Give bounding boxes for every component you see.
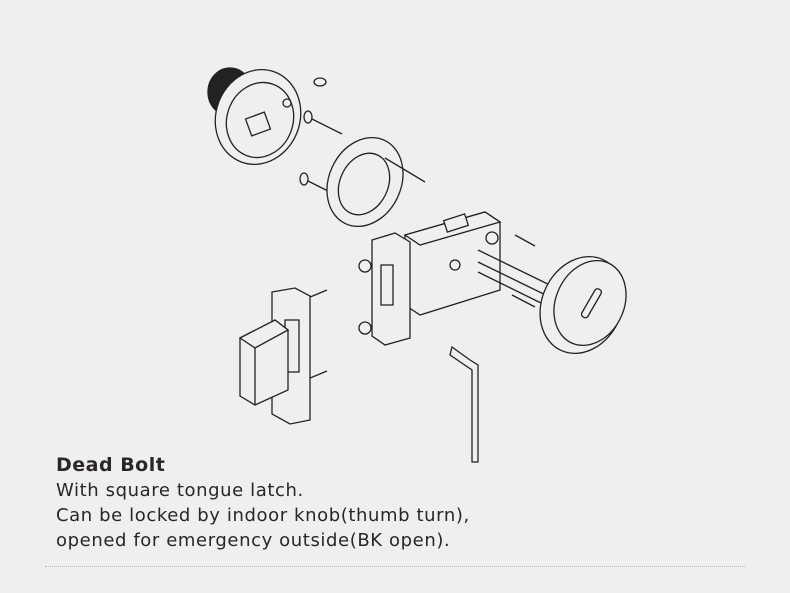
product-caption: Dead Bolt With square tongue latch. Can … [56, 454, 470, 553]
description-line: Can be locked by indoor knob(thumb turn)… [56, 505, 470, 526]
outdoor-rose-emergency-release [539, 255, 627, 355]
product-title: Dead Bolt [56, 454, 166, 476]
latch-body [403, 211, 502, 316]
description-line: opened for emergency outside(BK open). [56, 530, 451, 551]
allen-key [449, 345, 479, 463]
latch-faceplate [371, 232, 411, 346]
inner-rose-plate [326, 136, 426, 228]
indoor-rose-with-thumb-turn [207, 67, 302, 165]
strike-box [238, 319, 290, 406]
dotted-divider [45, 566, 745, 567]
screw-cap [313, 77, 327, 87]
description-line: With square tongue latch. [56, 480, 304, 501]
